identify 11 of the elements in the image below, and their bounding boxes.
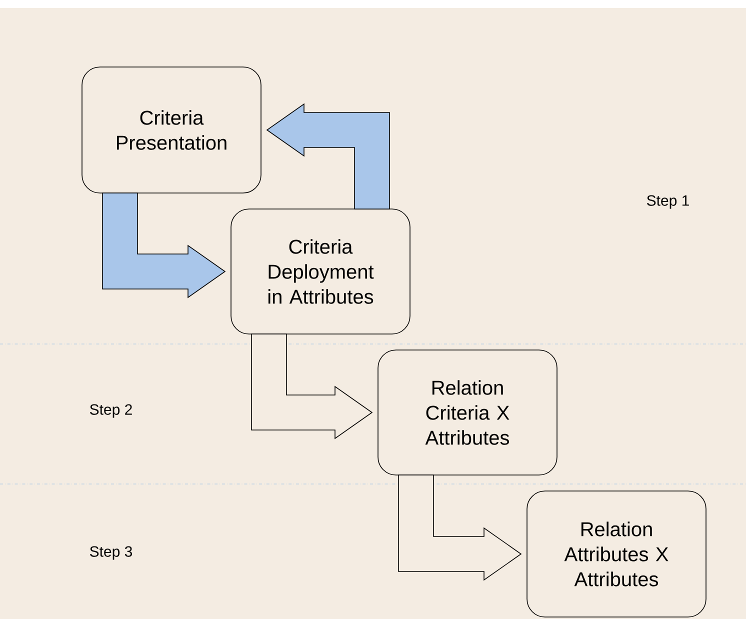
process-box: Relation Attributes X Attributes [526, 490, 706, 618]
step-label: Step 1 [647, 195, 689, 209]
process-box: Criteria Deployment in Attributes [230, 208, 410, 334]
step-label: Step 2 [90, 404, 132, 418]
block-arrow [398, 474, 522, 581]
block-arrow [102, 192, 226, 298]
block-arrow [251, 334, 373, 440]
block-arrow [266, 103, 390, 210]
process-box: Criteria Presentation [82, 66, 262, 194]
step-label: Step 3 [90, 546, 132, 560]
process-box: Relation Criteria X Attributes [378, 350, 558, 476]
